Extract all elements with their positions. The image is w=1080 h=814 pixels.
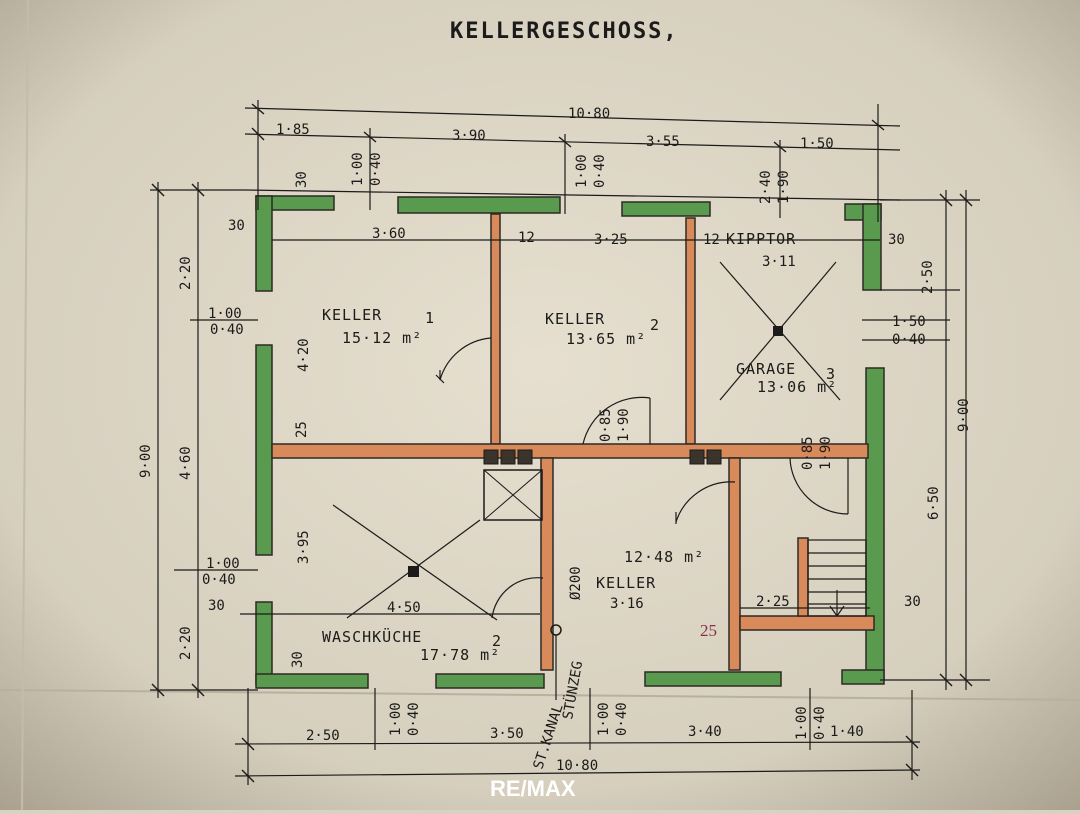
room-keller-lower-name: KELLER: [596, 574, 656, 592]
dim-right-win-a: 1·50: [892, 314, 926, 330]
room-keller2-index: 2: [650, 316, 660, 334]
dim-left-win1-a: 1·00: [208, 306, 242, 322]
dim-stair-width: 2·25: [756, 594, 790, 610]
dimension-ticks: [151, 103, 973, 783]
room-waschkueche-width: 4·50: [387, 600, 421, 616]
dim-inner-top-4: 12: [703, 232, 720, 248]
dim-right-win-b: 0·40: [892, 332, 926, 348]
dim-bottom-win2-a: 1·00: [596, 702, 612, 736]
dim-top-seg-2: 3·90: [452, 128, 486, 144]
dim-bottom-win3-b: 0·40: [812, 706, 828, 740]
kipptor-width: 3·11: [762, 254, 796, 270]
exterior-walls: [255, 195, 885, 689]
dim-bottom-seg-3: 3·40: [688, 724, 722, 740]
dim-door1-b: 1·90: [616, 408, 632, 442]
room-waschkueche-area: 17·78 m²: [420, 646, 500, 664]
dim-right-wall-30: 30: [888, 232, 905, 248]
dim-inner-top-1: 3·60: [372, 226, 406, 242]
dim-top-seg-3: 3·55: [646, 134, 680, 150]
dim-bottom-win1-b: 0·40: [406, 702, 422, 736]
room-keller2-area: 13·65 m²: [566, 330, 646, 348]
dim-door2-b: 1·90: [818, 436, 834, 470]
dim-left-win2-a: 1·00: [206, 556, 240, 572]
dim-bottom-seg-4: 1·40: [830, 724, 864, 740]
dim-right-total: 9·00: [956, 398, 972, 432]
dim-top-total: 10·80: [568, 106, 610, 122]
dim-top-win3-a: 2·40: [758, 170, 774, 204]
dim-left-win1-b: 0·40: [210, 322, 244, 338]
dim-bottom-left-wall-30: 30: [290, 651, 306, 668]
room-waschkueche-name: WASCHKÜCHE: [322, 627, 422, 646]
dim-left-wall-25: 25: [294, 421, 310, 438]
paper-fold-line-left: [21, 0, 29, 811]
room-waschkueche-index: 2: [492, 632, 502, 650]
dim-top-seg-1: 1·85: [276, 122, 310, 138]
room-keller1-name: KELLER: [322, 306, 382, 324]
paper-fold-line: [0, 689, 1080, 701]
door-swings: [435, 337, 849, 619]
red-stamp-25: 25: [700, 621, 717, 640]
remax-logo: RE/MAX: [490, 776, 576, 801]
dim-bottom-total: 10·80: [556, 758, 598, 774]
room-garage-area: 13·06 m²: [757, 378, 837, 396]
dim-top-win3-b: 1·90: [776, 170, 792, 204]
plan-title: KELLERGESCHOSS,: [450, 19, 679, 44]
room-garage-index: 3: [826, 365, 836, 383]
chimney-blocks: [483, 449, 722, 465]
room-garage-name: GARAGE: [736, 360, 796, 378]
dim-inner-top-3: 3·25: [594, 232, 628, 248]
dim-right-seg-1: 2·50: [920, 260, 936, 294]
dim-top-win2-b: 0·40: [592, 154, 608, 188]
dim-top-win1-a: 1·00: [350, 152, 366, 186]
dim-top-seg-4: 1·50: [800, 136, 834, 152]
waschkueche-center-marker: [408, 566, 419, 577]
dim-door2-a: 0·85: [800, 436, 816, 470]
dim-left-wall-30: 30: [208, 598, 225, 614]
dim-top-win1-b: 0·40: [368, 152, 384, 186]
dim-bottom-seg-1: 2·50: [306, 728, 340, 744]
garage-center-marker: [773, 326, 783, 336]
dim-bottom-seg-2: 3·50: [490, 726, 524, 742]
dim-left-seg-2: 4·60: [178, 446, 194, 480]
dim-left-seg-1: 2·20: [178, 256, 194, 290]
dim-bottom-win2-b: 0·40: [614, 702, 630, 736]
st-kanal-diameter: Ø200: [568, 566, 584, 600]
room-keller-lower-area: 12·48 m²: [624, 548, 704, 566]
room-keller2-name: KELLER: [545, 310, 605, 328]
shaft-box: [483, 469, 543, 521]
dim-right-seg-2: 6·50: [926, 486, 942, 520]
dim-inner-top-2: 12: [518, 230, 535, 246]
dim-top-wall-30: 30: [294, 171, 310, 188]
dim-bottom-win3-a: 1·00: [794, 706, 810, 740]
dim-door1-a: 0·85: [598, 408, 614, 442]
dim-stair-wall-30: 30: [904, 594, 921, 610]
staircase: [807, 539, 867, 618]
room-keller1-area: 15·12 m²: [342, 329, 422, 347]
dim-left-inner-1: 4·20: [296, 338, 312, 372]
dim-top-win2-a: 1·00: [574, 154, 590, 188]
dim-left-inner-2: 3·95: [296, 530, 312, 564]
room-keller1-index: 1: [425, 309, 435, 327]
dim-bottom-win1-a: 1·00: [388, 702, 404, 736]
room-keller-lower-width: 3·16: [610, 596, 644, 612]
dim-inner-wall-30: 30: [228, 218, 245, 234]
kipptor-label: KIPPTOR: [726, 230, 796, 248]
interior-walls: [271, 213, 875, 671]
dim-left-win2-b: 0·40: [202, 572, 236, 588]
dim-left-total: 9·00: [138, 444, 154, 478]
dim-left-seg-3: 2·20: [178, 626, 194, 660]
